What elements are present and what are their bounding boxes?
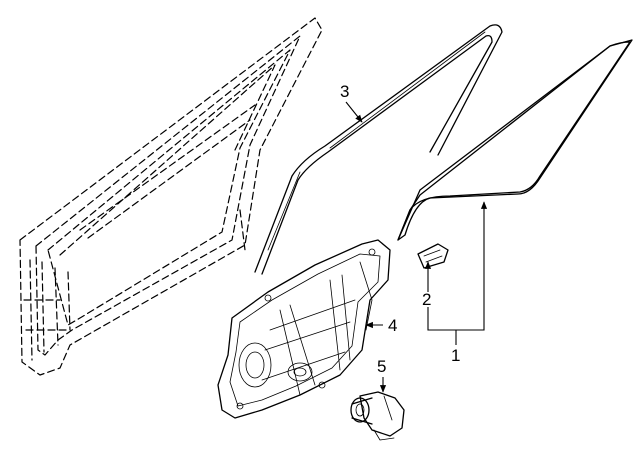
door-glass (397, 39, 633, 241)
callout-2: 2 (422, 290, 431, 309)
leader-lines (345, 101, 488, 393)
door-shell-outline (19, 17, 323, 376)
leader-3 (345, 101, 363, 123)
glass-channel-clip (417, 243, 449, 269)
callout-1: 1 (451, 346, 460, 365)
window-motor (350, 391, 405, 441)
window-run-channel (254, 24, 503, 275)
callout-3: 3 (340, 82, 349, 101)
window-regulator-panel (217, 239, 391, 419)
leader-1-bracket (427, 201, 488, 331)
callout-4: 4 (388, 316, 397, 335)
callout-5: 5 (377, 357, 386, 376)
